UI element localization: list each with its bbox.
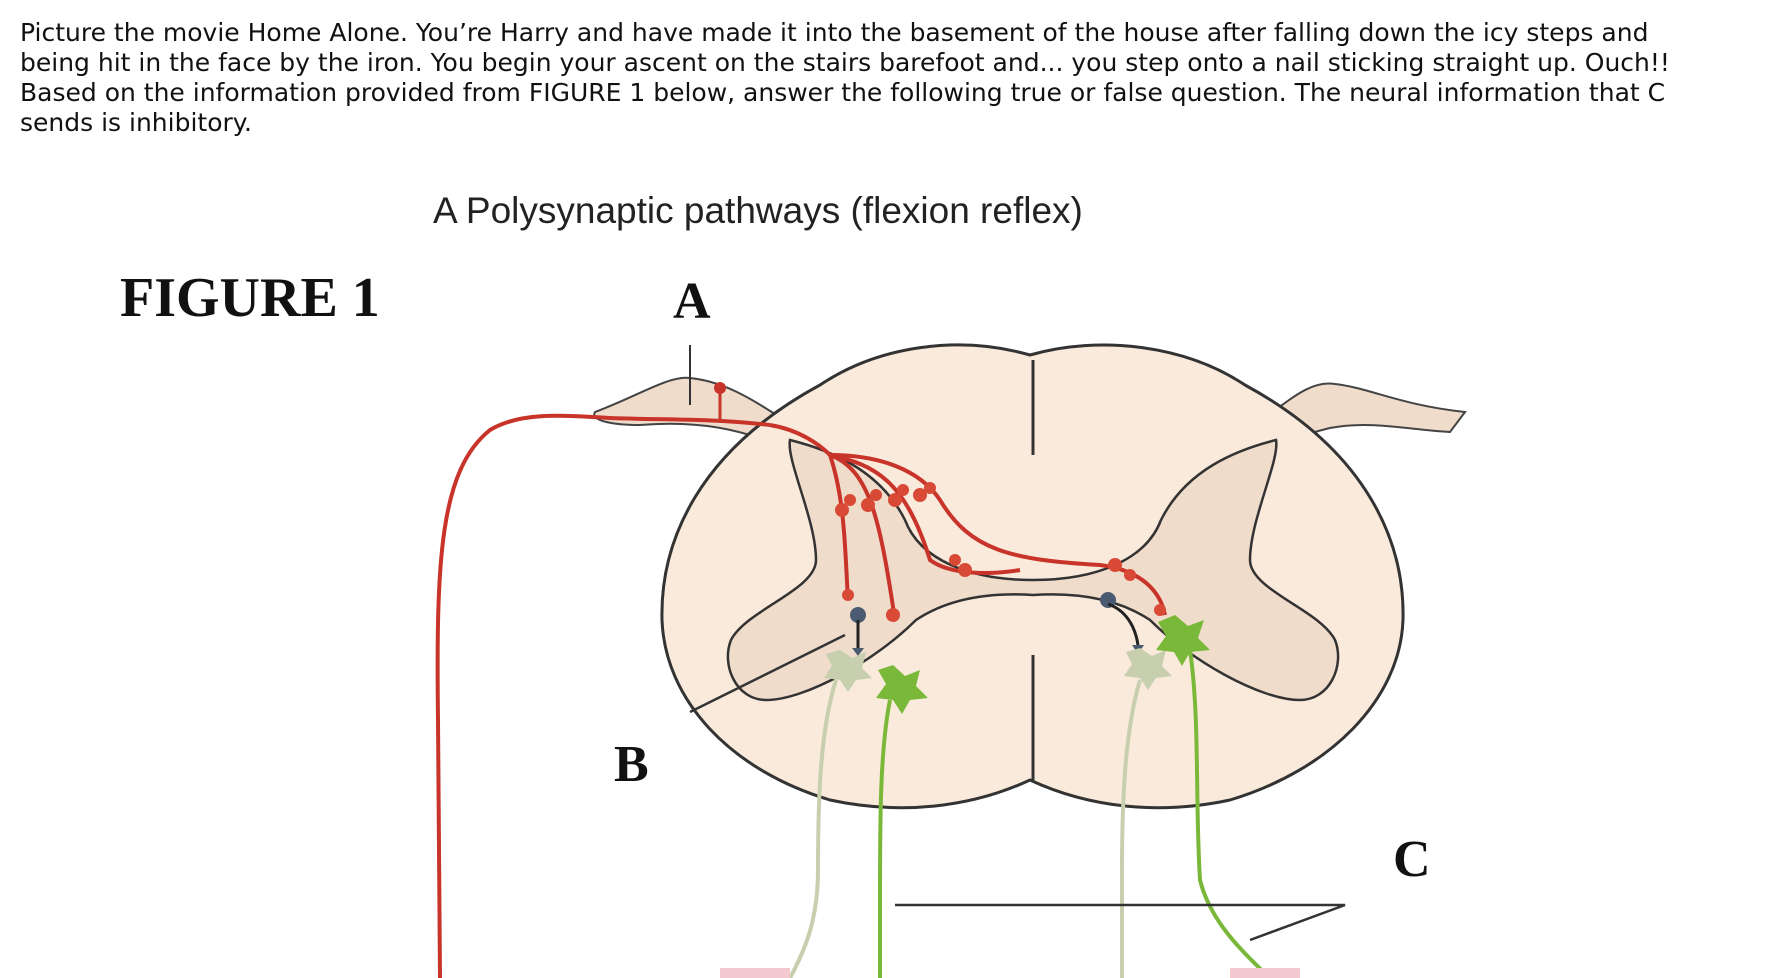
panel-title: A Polysynaptic pathways (flexion reflex) (433, 190, 1083, 231)
pointer-b (689, 633, 846, 714)
label-b: B (614, 736, 649, 793)
interneuron-cluster-contralateral (949, 554, 1166, 616)
motor-axon-left-faded (788, 679, 838, 978)
question-text: Picture the movie Home Alone. You’re Har… (20, 18, 1670, 137)
muscle-left (720, 968, 790, 978)
afferent-collaterals (769, 423, 1167, 621)
muscle-right (1230, 968, 1300, 978)
motor-neuron-right-active (1156, 615, 1210, 666)
label-a: A (673, 273, 711, 330)
dorsal-root-ganglion-cell (714, 382, 726, 394)
interneuron-cluster-ipsilateral (835, 482, 936, 622)
afferent-fiber (435, 413, 771, 978)
motor-neuron-left-active (876, 665, 928, 714)
figure-label: FIGURE 1 (120, 267, 380, 329)
motor-neuron-left-faded (824, 650, 872, 692)
inhibitory-interneuron-left (850, 607, 866, 656)
pointer-c (895, 903, 1346, 942)
motor-axon-right-active (1188, 649, 1272, 978)
motor-axon-left-active (878, 699, 892, 978)
motor-axon-right-faded (1119, 679, 1142, 978)
label-c: C (1393, 831, 1431, 888)
motor-neuron-right-faded (1124, 648, 1172, 690)
